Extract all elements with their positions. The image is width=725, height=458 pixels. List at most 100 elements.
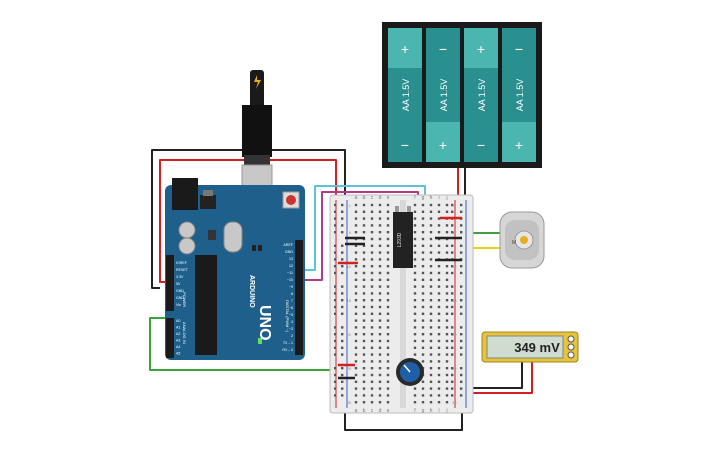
pin-label: ~11 <box>287 271 293 275</box>
bb-column-letter: c <box>371 195 374 201</box>
pin-label: 8 <box>291 292 293 296</box>
multimeter-display <box>486 335 564 359</box>
bb-row-number: 20 <box>347 332 352 337</box>
analog-label: ANALOG IN <box>182 322 187 344</box>
bb-row-number: 25 <box>452 366 457 371</box>
bb-column-letter: b <box>363 408 366 414</box>
multimeter-reading: 349 mV <box>514 340 560 355</box>
atmega-chip <box>195 255 217 355</box>
pin-label: 4 <box>291 320 293 324</box>
arduino-logo: ARDUINO <box>248 275 255 308</box>
bb-column-letter: i <box>438 408 439 414</box>
bb-column-letter: a <box>355 195 358 201</box>
analog-header <box>166 318 174 358</box>
pin-label: A3 <box>176 339 180 343</box>
bb-row-number: 15 <box>452 298 457 303</box>
battery-label: AA 1.5V <box>477 79 487 112</box>
ic-label: L293D <box>397 232 403 247</box>
bb-row-number: 30 <box>347 400 352 405</box>
bb-row-number: 30 <box>452 400 457 405</box>
lightning-icon <box>254 75 261 89</box>
meter-terminal-2[interactable] <box>567 343 575 351</box>
pin-label: Vin <box>176 303 181 307</box>
pin-label: 5V <box>176 282 181 286</box>
battery-top-sign: + <box>477 41 485 57</box>
bb-column-letter: b <box>363 195 366 201</box>
wire-green-a0[interactable] <box>149 317 410 371</box>
meter-terminal-3[interactable] <box>567 351 575 359</box>
pin-label: A5 <box>176 352 180 356</box>
pin-label: 2 <box>291 334 293 338</box>
pin-label: TX→1 <box>283 341 293 345</box>
battery-cell: + − AA 1.5V <box>388 28 422 162</box>
pin-label: GND <box>285 250 293 254</box>
battery-cell: + − AA 1.5V <box>464 28 498 162</box>
battery-pack[interactable]: +−AA 1.5V−+AA 1.5V+−AA 1.5V−+AA 1.5V <box>382 22 542 168</box>
pin-label: 3.3V <box>176 275 184 279</box>
bb-column-letter: e <box>387 195 390 201</box>
bb-row-number: 10 <box>347 264 352 269</box>
power-label: POWER <box>182 292 187 307</box>
wire-black-gnd[interactable] <box>151 149 346 289</box>
bb-column-letter: j <box>445 195 447 201</box>
pin-label: ~10 <box>287 278 293 282</box>
motor-shaft-icon <box>520 236 528 244</box>
status-led <box>258 338 262 344</box>
battery-bottom-sign: − <box>401 137 409 153</box>
wire-meter-black[interactable] <box>470 362 523 389</box>
pin-label: GND <box>176 289 184 293</box>
bb-column-letter: f <box>414 408 416 414</box>
pin-label: A0 <box>176 319 180 323</box>
battery-bottom-sign: − <box>477 137 485 153</box>
power-jack <box>172 178 198 210</box>
bb-row-number: 20 <box>452 332 457 337</box>
bb-row-number: 5 <box>349 230 352 235</box>
pin-label: A1 <box>176 326 180 330</box>
potentiometer[interactable] <box>396 358 424 386</box>
battery-label: AA 1.5V <box>515 79 525 112</box>
motor-label: M <box>512 240 516 246</box>
pin-label: A4 <box>176 345 180 349</box>
bb-column-letter: d <box>379 408 382 414</box>
pin-label: IOREF <box>176 261 188 265</box>
bb-column-letter: f <box>414 195 416 201</box>
dc-motor[interactable]: M <box>499 211 545 269</box>
meter-terminal-1[interactable] <box>567 335 575 343</box>
digital-header <box>295 240 303 355</box>
power-header <box>166 255 174 311</box>
pin-label: 13 <box>289 257 293 261</box>
multimeter[interactable]: 349 mV <box>481 331 579 363</box>
digital-label: DIGITAL (PWM ~) <box>285 300 290 333</box>
pin-label: AREF <box>283 243 293 247</box>
wire-red-5v[interactable] <box>159 159 337 283</box>
pin-label: ~3 <box>289 327 293 331</box>
battery-top-sign: + <box>401 41 409 57</box>
bb-column-letter: j <box>445 408 447 414</box>
pin-label: RESET <box>176 268 189 272</box>
reset-button[interactable] <box>286 195 296 205</box>
pot-knob-indicator <box>403 364 411 373</box>
bb-row-number: 1 <box>349 203 352 208</box>
bb-row-number: 5 <box>452 230 455 235</box>
battery-top-sign: − <box>439 41 447 57</box>
pin-label: RX←0 <box>282 348 293 352</box>
bb-row-number: 15 <box>347 298 352 303</box>
pin-label: ~5 <box>289 313 293 317</box>
bb-row-number: 25 <box>347 366 352 371</box>
battery-label: AA 1.5V <box>401 79 411 112</box>
pin-label: ~6 <box>289 306 293 310</box>
battery-top-sign: − <box>515 41 523 57</box>
bb-column-letter: e <box>387 408 390 414</box>
bb-row-number: 10 <box>452 264 457 269</box>
battery-cell: −+AA 1.5V <box>502 28 536 162</box>
bb-column-letter: g <box>422 195 425 201</box>
bb-column-letter: g <box>422 408 425 414</box>
pin-label: 7 <box>291 299 293 303</box>
bb-column-letter: a <box>355 408 358 414</box>
l293d-chip[interactable]: L293D <box>393 206 413 268</box>
pin-label: ~9 <box>289 285 293 289</box>
breadboard-jumpers[interactable] <box>338 216 462 380</box>
